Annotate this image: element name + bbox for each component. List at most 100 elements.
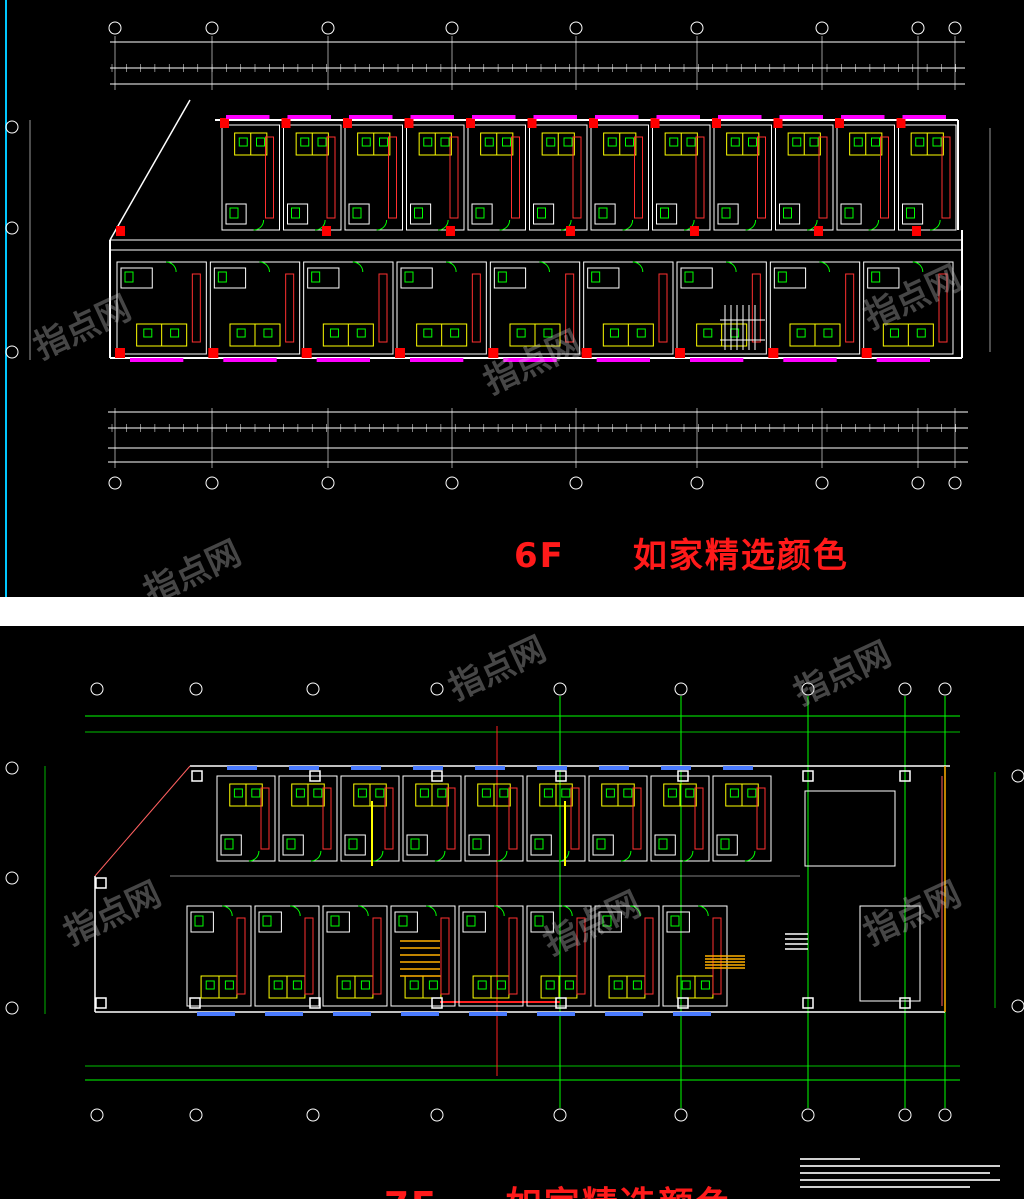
desk: [388, 136, 397, 219]
window: [673, 1012, 711, 1016]
window: [690, 358, 744, 362]
window: [656, 115, 700, 119]
window: [227, 766, 257, 770]
desk: [372, 917, 382, 995]
fixture: [916, 328, 926, 338]
structural-column: [912, 226, 921, 236]
fixture: [238, 137, 248, 147]
toilet: [658, 838, 668, 850]
structural-column: [589, 118, 598, 128]
structural-column: [712, 118, 721, 128]
fixture: [703, 328, 713, 338]
structural-column: [115, 348, 125, 358]
fixture: [357, 788, 367, 798]
door-swing: [434, 850, 446, 862]
bathroom: [344, 834, 366, 856]
guest-room: [588, 775, 648, 862]
grid-bubble-bottom: [306, 1108, 320, 1122]
grid-bubble-top: [553, 682, 567, 696]
toilet: [497, 271, 507, 283]
window: [876, 358, 930, 362]
toilet: [783, 207, 792, 219]
lift-lobby: [804, 790, 896, 867]
window: [289, 766, 319, 770]
door-swing: [376, 219, 388, 231]
guest-room: [221, 124, 280, 231]
guest-room: [712, 775, 772, 862]
fixture: [233, 788, 243, 798]
guest-room: [216, 775, 276, 862]
desk: [756, 787, 766, 850]
fixture: [563, 137, 573, 147]
window: [287, 115, 331, 119]
fixture: [613, 980, 623, 990]
fixture: [356, 328, 366, 338]
structural-column: [95, 997, 107, 1009]
grid-bubble-top: [674, 682, 688, 696]
grid-bubble-side: [5, 1001, 19, 1015]
window: [226, 115, 270, 119]
fixture: [224, 980, 234, 990]
door-swing: [253, 219, 265, 231]
grid-bubble-top: [948, 21, 962, 35]
grid-bubble-top: [430, 682, 444, 696]
grid-bubble-side: [5, 761, 19, 775]
fixture: [625, 137, 634, 147]
guest-room: [406, 124, 465, 231]
structural-column: [527, 118, 537, 128]
door-swing: [930, 219, 941, 231]
fixture: [313, 788, 323, 798]
fixture: [317, 137, 327, 147]
desk: [695, 136, 705, 219]
fixture: [915, 137, 925, 147]
floor-plan-7f-title: 7F如家精选颜色: [384, 1176, 734, 1199]
service-room: [859, 905, 921, 1002]
toilet: [534, 838, 544, 850]
desk: [634, 136, 643, 219]
guest-room: [713, 124, 772, 231]
bathroom: [717, 203, 739, 225]
fixture: [681, 980, 691, 990]
desk: [265, 136, 274, 219]
structural-column: [488, 348, 499, 358]
door-swing: [446, 261, 457, 273]
fixture: [871, 137, 880, 147]
desk: [260, 787, 270, 850]
fixture: [300, 137, 310, 147]
guest-room: [676, 261, 767, 355]
toilet: [224, 838, 234, 850]
fixture: [477, 980, 487, 990]
toilet: [348, 838, 358, 850]
window: [469, 1012, 507, 1016]
guest-room: [254, 905, 320, 1007]
fixture: [792, 137, 802, 147]
desk: [880, 136, 889, 219]
window: [349, 115, 393, 119]
exterior-wall: [109, 99, 191, 241]
guest-room: [303, 261, 394, 355]
bathroom: [666, 911, 690, 933]
fixture: [423, 328, 433, 338]
door-swing: [562, 905, 573, 917]
door-swing: [358, 905, 369, 917]
grid-bubble-top: [306, 682, 320, 696]
guest-room: [209, 261, 301, 355]
window: [401, 1012, 439, 1016]
fixture: [823, 328, 833, 338]
structural-column: [899, 997, 911, 1009]
fixture: [729, 788, 739, 798]
fixture: [545, 980, 555, 990]
desk: [449, 136, 459, 219]
toilet: [311, 271, 321, 283]
structural-column: [281, 118, 291, 128]
fixture: [502, 137, 511, 147]
guest-room: [186, 905, 252, 1007]
door-swing: [726, 261, 737, 273]
bathroom: [462, 911, 486, 933]
bathroom: [406, 834, 428, 856]
fixture: [686, 137, 696, 147]
note-line: [800, 1165, 1000, 1167]
door-swing: [496, 850, 508, 862]
grid-bubble-top: [445, 21, 459, 35]
